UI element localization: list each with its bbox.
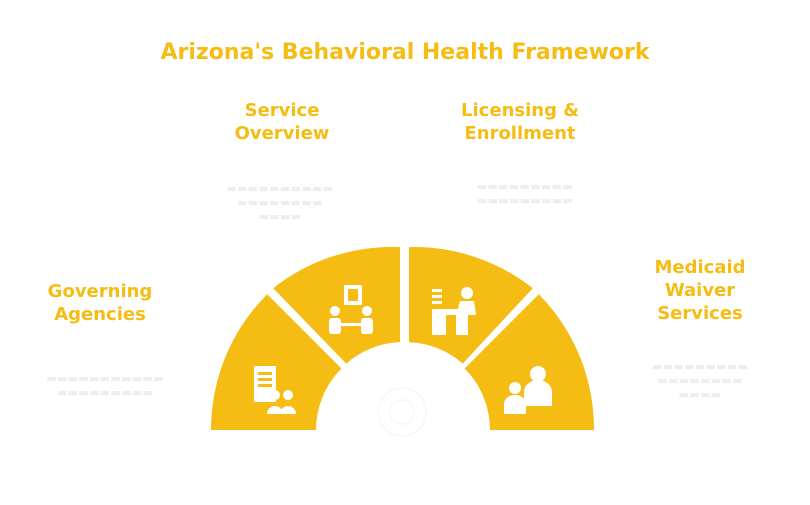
segment-service-overview bbox=[273, 246, 400, 364]
faded-description: ▬▬▬▬▬▬▬▬▬▬▬▬▬▬▬▬▬▬ bbox=[476, 180, 574, 207]
building-people-icon bbox=[254, 366, 296, 414]
label-governing-agencies: Governing Agencies bbox=[25, 280, 175, 326]
label-medicaid-waiver-services: Medicaid Waiver Services bbox=[620, 256, 780, 325]
segment-medicaid-waiver-services bbox=[464, 294, 595, 430]
label-line: Governing bbox=[47, 281, 153, 302]
presentation-people-icon bbox=[329, 285, 373, 334]
faded-description: ▬▬▬▬▬▬▬▬▬▬▬▬▬▬▬▬▬▬▬▬ bbox=[46, 372, 164, 399]
label-line: Agencies bbox=[54, 304, 146, 325]
label-line: Services bbox=[657, 303, 743, 324]
caregiver-icon bbox=[504, 366, 552, 414]
faded-description: ▬▬▬▬▬▬▬▬▬▬▬▬▬▬▬▬▬▬▬▬▬▬ bbox=[226, 182, 334, 223]
faded-description: ▬▬▬▬▬▬▬▬▬▬▬▬▬▬▬▬▬▬▬▬▬ bbox=[651, 360, 749, 401]
label-line: Waiver bbox=[664, 280, 736, 301]
label-line: Medicaid bbox=[654, 257, 746, 278]
segment-governing-agencies bbox=[210, 294, 342, 430]
label-line: Licensing & bbox=[461, 100, 579, 121]
label-line: Enrollment bbox=[464, 123, 576, 144]
label-licensing-enrollment: Licensing & Enrollment bbox=[440, 99, 600, 145]
label-line: Service bbox=[244, 100, 320, 121]
label-line: Overview bbox=[234, 123, 330, 144]
center-emblem bbox=[377, 387, 427, 437]
desk-person-icon bbox=[432, 287, 476, 335]
label-service-overview: Service Overview bbox=[207, 99, 357, 145]
diagram-title: Arizona's Behavioral Health Framework bbox=[160, 40, 650, 65]
